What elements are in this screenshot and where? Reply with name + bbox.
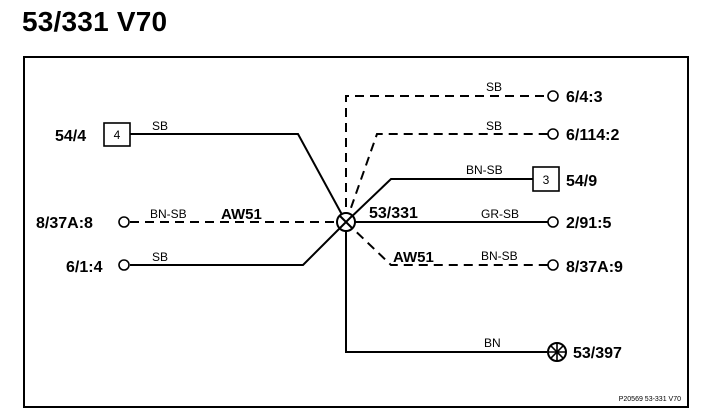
svg-text:53/397: 53/397 <box>573 345 622 362</box>
svg-text:54/9: 54/9 <box>566 173 597 190</box>
pin-circle <box>547 128 559 140</box>
svg-text:GR-SB: GR-SB <box>481 207 519 221</box>
connector-8-37a-8: 8/37A:8 <box>36 215 130 232</box>
connector-6-114-2: 6/114:2 <box>547 127 619 144</box>
pin-circle <box>547 216 559 228</box>
wire-8-37a-8: BN-SB AW51 <box>130 206 346 223</box>
svg-text:SB: SB <box>486 119 502 133</box>
pin-box <box>103 122 131 147</box>
svg-text:2/91:5: 2/91:5 <box>566 215 611 232</box>
pin-box <box>532 166 560 192</box>
svg-text:SB: SB <box>152 119 168 133</box>
svg-text:BN: BN <box>484 336 501 350</box>
svg-text:6/1:4: 6/1:4 <box>66 259 103 276</box>
svg-text:SB: SB <box>152 250 168 264</box>
svg-text:BN-SB: BN-SB <box>466 163 503 177</box>
reference-code: P20569 53-331 V70 <box>619 396 681 403</box>
svg-text:SB: SB <box>486 80 502 94</box>
center-label: 53/331 <box>369 205 418 222</box>
wire-6-1-4: SB <box>130 221 347 266</box>
wire-53-397: BN <box>345 222 547 353</box>
wire-54-9: BN-SB <box>345 163 533 223</box>
connector-54-4: 54/4 4 <box>55 122 131 147</box>
svg-text:AW51: AW51 <box>221 206 262 223</box>
pin-circle <box>547 259 559 271</box>
connector-53-397: 53/397 <box>547 342 622 362</box>
svg-text:6/114:2: 6/114:2 <box>566 127 619 144</box>
wire-6-114-2: SB <box>345 119 548 223</box>
connector-8-37a-9: 8/37A:9 <box>547 259 623 276</box>
connector-6-1-4: 6/1:4 <box>66 259 130 276</box>
diagram-title: 53/331 V70 <box>22 6 168 37</box>
wire-54-4: SB <box>130 119 347 223</box>
wire-6-4-3: SB <box>345 80 548 222</box>
svg-text:3: 3 <box>543 173 550 187</box>
splice-53-331: 53/331 <box>336 205 418 232</box>
wire-8-37a-9: BN-SB AW51 <box>345 221 548 266</box>
wire-2-91-5: GR-SB <box>346 207 548 223</box>
svg-text:4: 4 <box>114 128 121 142</box>
connector-6-4-3: 6/4:3 <box>547 89 603 106</box>
connector-54-9: 3 54/9 <box>532 166 597 192</box>
pin-circle <box>118 216 130 228</box>
svg-text:54/4: 54/4 <box>55 128 86 145</box>
svg-text:AW51: AW51 <box>393 249 434 266</box>
connector-2-91-5: 2/91:5 <box>547 215 611 232</box>
svg-text:8/37A:9: 8/37A:9 <box>566 259 623 276</box>
pin-circle <box>118 259 130 271</box>
svg-text:6/4:3: 6/4:3 <box>566 89 603 106</box>
svg-text:BN-SB: BN-SB <box>481 249 518 263</box>
diagram-frame <box>23 56 689 408</box>
svg-text:8/37A:8: 8/37A:8 <box>36 215 93 232</box>
svg-text:BN-SB: BN-SB <box>150 207 187 221</box>
pin-circle <box>547 90 559 102</box>
